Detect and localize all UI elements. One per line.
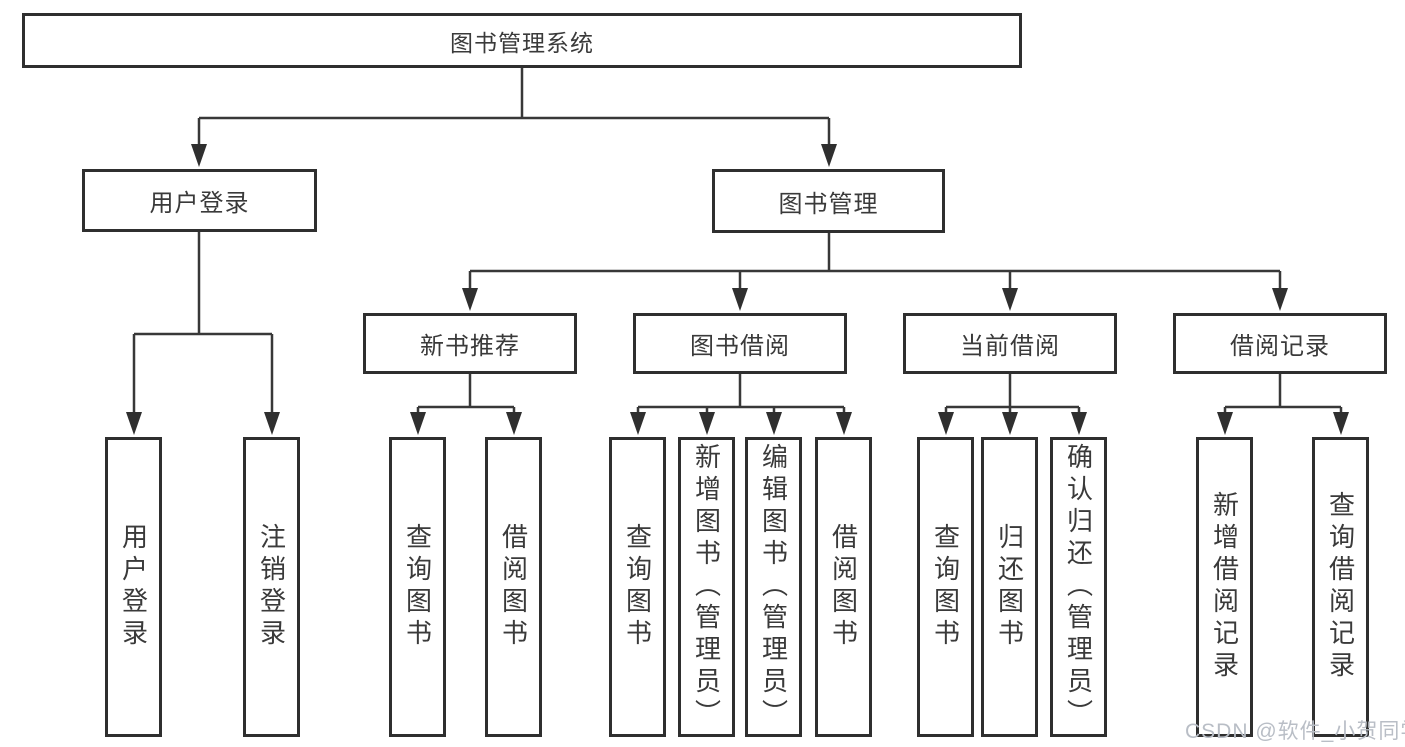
connector-root bbox=[191, 68, 837, 167]
leaf-borrow-books-borrowing: 借阅图书 bbox=[815, 437, 872, 737]
arrow-down-icon bbox=[462, 288, 478, 311]
node-current-borrowing: 当前借阅 bbox=[903, 313, 1117, 374]
connector-new-book-recommend bbox=[410, 374, 522, 435]
node-root: 图书管理系统 bbox=[22, 13, 1022, 68]
leaf-query-books-borrowing: 查询图书 bbox=[609, 437, 666, 737]
node-user-login: 用户登录 bbox=[82, 169, 317, 232]
arrow-down-icon bbox=[264, 412, 280, 435]
leaf-borrow-books-recommend: 借阅图书 bbox=[485, 437, 542, 737]
leaf-edit-book-admin: 编辑图书（管理员） bbox=[745, 437, 802, 737]
leaf-add-borrow-record: 新增借阅记录 bbox=[1196, 437, 1253, 737]
arrow-down-icon bbox=[938, 412, 954, 435]
leaf-query-books-current: 查询图书 bbox=[917, 437, 974, 737]
arrow-down-icon bbox=[732, 288, 748, 311]
connector-book-management bbox=[462, 233, 1288, 311]
arrow-down-icon bbox=[410, 412, 426, 435]
arrow-down-icon bbox=[1071, 412, 1087, 435]
node-book-management: 图书管理 bbox=[712, 169, 945, 233]
connector-borrow-records bbox=[1217, 374, 1349, 435]
arrow-down-icon bbox=[1333, 412, 1349, 435]
connector-user-login bbox=[126, 232, 280, 435]
arrow-down-icon bbox=[699, 412, 715, 435]
leaf-query-books-recommend: 查询图书 bbox=[389, 437, 446, 737]
arrow-down-icon bbox=[766, 412, 782, 435]
arrow-down-icon bbox=[506, 412, 522, 435]
leaf-logout: 注销登录 bbox=[243, 437, 300, 737]
arrow-down-icon bbox=[1002, 288, 1018, 311]
connector-current-borrowing bbox=[938, 374, 1087, 435]
arrow-down-icon bbox=[836, 412, 852, 435]
leaf-user-login: 用户登录 bbox=[105, 437, 162, 737]
arrow-down-icon bbox=[126, 412, 142, 435]
leaf-return-book: 归还图书 bbox=[981, 437, 1038, 737]
node-book-borrowing: 图书借阅 bbox=[633, 313, 847, 374]
arrow-down-icon bbox=[1217, 412, 1233, 435]
arrow-down-icon bbox=[1002, 412, 1018, 435]
connector-book-borrowing bbox=[630, 374, 852, 435]
node-borrow-records: 借阅记录 bbox=[1173, 313, 1387, 374]
arrow-down-icon bbox=[191, 144, 207, 167]
leaf-query-borrow-record: 查询借阅记录 bbox=[1312, 437, 1369, 737]
leaf-add-book-admin: 新增图书（管理员） bbox=[678, 437, 735, 737]
node-new-book-recommend: 新书推荐 bbox=[363, 313, 577, 374]
arrow-down-icon bbox=[630, 412, 646, 435]
csdn-watermark: CSDN @软件_小贺同学 bbox=[1185, 720, 1405, 743]
leaf-confirm-return-admin: 确认归还（管理员） bbox=[1050, 437, 1107, 737]
arrow-down-icon bbox=[821, 144, 837, 167]
arrow-down-icon bbox=[1272, 288, 1288, 311]
